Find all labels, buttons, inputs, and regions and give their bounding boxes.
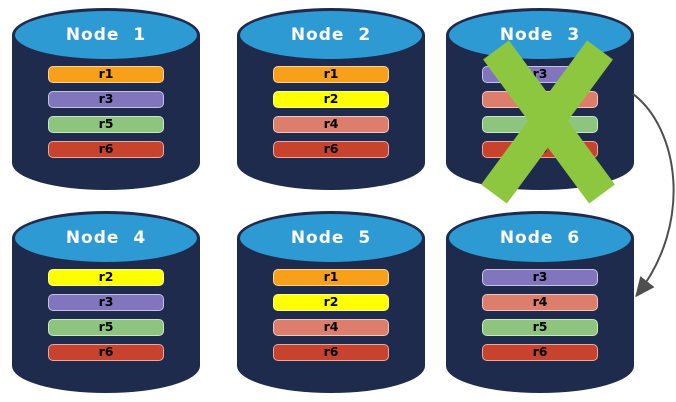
replica-list: r1 r2 r4 r6 xyxy=(273,66,389,158)
replica-bar-r6: r6 xyxy=(482,344,598,361)
database-node-2: Node 2 r1 r2 r4 r6 xyxy=(237,8,425,190)
replica-bar-r1: r1 xyxy=(48,66,164,83)
replica-list: r1 r2 r4 r6 xyxy=(273,269,389,361)
cylinder-top: Node 1 xyxy=(12,8,200,62)
replica-bar-r3: r3 xyxy=(482,66,598,83)
database-node-1: Node 1 r1 r3 r5 r6 xyxy=(12,8,200,190)
replica-bar-r3: r3 xyxy=(48,91,164,108)
replica-bar-r5: r5 xyxy=(48,319,164,336)
node-title: Node 6 xyxy=(499,228,581,248)
cylinder-top: Node 2 xyxy=(237,8,425,62)
replica-bar-r2: r2 xyxy=(273,91,389,108)
replica-list: r2 r3 r5 r6 xyxy=(48,269,164,361)
replica-bar-r1: r1 xyxy=(273,269,389,286)
replica-bar-r6: r6 xyxy=(48,141,164,158)
replica-list: r3 r4 r5 r6 xyxy=(482,269,598,361)
replica-bar-r6: r6 xyxy=(48,344,164,361)
replica-list: r1 r3 r5 r6 xyxy=(48,66,164,158)
replica-bar-r3: r3 xyxy=(482,269,598,286)
replica-bar-r2: r2 xyxy=(273,294,389,311)
replica-bar-r5: r5 xyxy=(48,116,164,133)
cylinder-top: Node 4 xyxy=(12,211,200,265)
replica-bar-r5: r5 xyxy=(482,319,598,336)
replica-bar-r3: r3 xyxy=(48,294,164,311)
database-node-5: Node 5 r1 r2 r4 r6 xyxy=(237,211,425,393)
cylinder-top: Node 3 xyxy=(446,8,634,62)
cylinder-top: Node 6 xyxy=(446,211,634,265)
replica-bar-r4: r4 xyxy=(273,116,389,133)
replica-bar-r4: r4 xyxy=(482,91,598,108)
node-title: Node 2 xyxy=(290,25,372,45)
replica-bar-r1: r1 xyxy=(273,66,389,83)
node-title: Node 5 xyxy=(290,228,372,248)
replica-bar-r4: r4 xyxy=(482,294,598,311)
replica-bar-r6: r6 xyxy=(482,141,598,158)
replica-bar-r6: r6 xyxy=(273,141,389,158)
database-node-4: Node 4 r2 r3 r5 r6 xyxy=(12,211,200,393)
database-node-3: Node 3 r3 r4 r5 r6 xyxy=(446,8,634,204)
database-node-6: Node 6 r3 r4 r5 r6 xyxy=(446,211,634,393)
node-title: Node 1 xyxy=(65,25,147,45)
replica-bar-r6: r6 xyxy=(273,344,389,361)
node-title: Node 4 xyxy=(65,228,147,248)
replica-bar-r2: r2 xyxy=(48,269,164,286)
replica-list: r3 r4 r5 r6 xyxy=(482,66,598,158)
node-title: Node 3 xyxy=(499,25,581,45)
cylinder-top: Node 5 xyxy=(237,211,425,265)
replica-bar-r5: r5 xyxy=(482,116,598,133)
replica-bar-r4: r4 xyxy=(273,319,389,336)
